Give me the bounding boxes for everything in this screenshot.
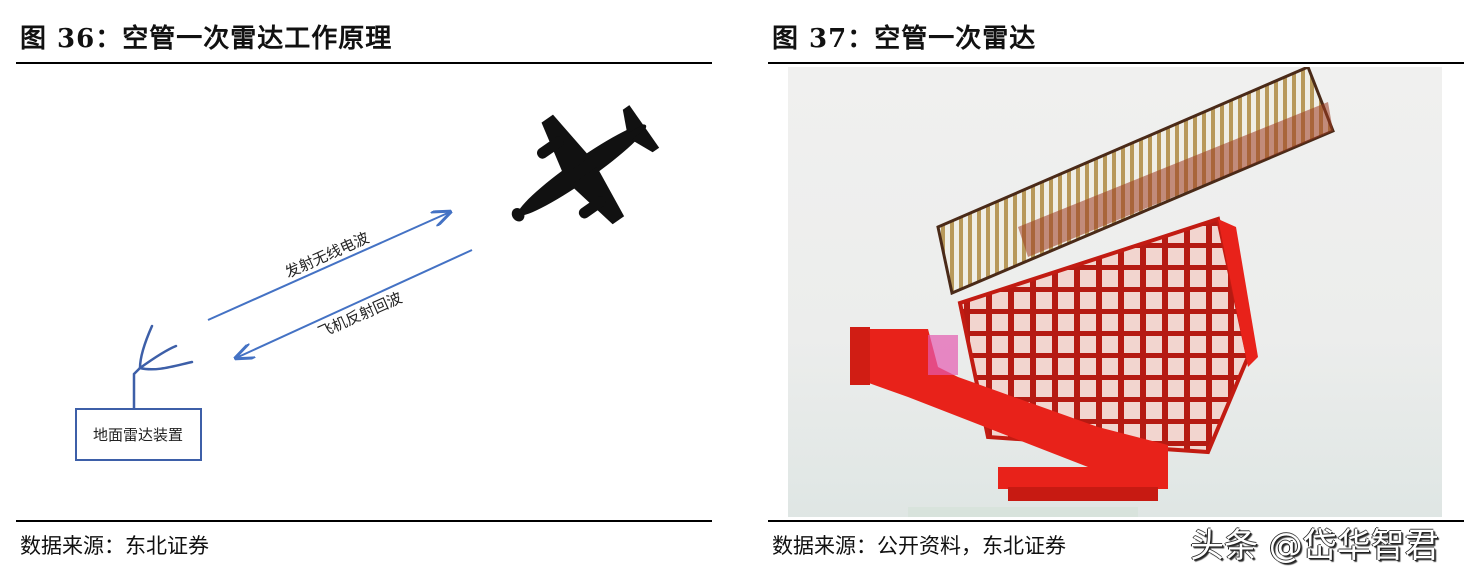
figure-36-title: 图 36：空管一次雷达工作原理 <box>20 24 393 54</box>
top-rule <box>16 62 712 64</box>
radar-photo <box>788 67 1442 517</box>
radar-boom <box>850 327 1168 477</box>
array-antenna <box>936 67 1335 296</box>
bottom-rule <box>768 520 1464 522</box>
figure-36-panel: 图 36：空管一次雷达工作原理 发射无线电波 飞机反射回波 地面雷 <box>16 0 712 578</box>
figure-36-source: 数据来源：东北证券 <box>20 534 209 558</box>
figure-37-source: 数据来源：公开资料，东北证券 <box>772 534 1066 558</box>
radar-pedestal <box>908 467 1168 517</box>
ground-device-label: 地面雷达装置 <box>93 426 183 444</box>
return-wave-arrow <box>236 249 473 358</box>
aircraft-icon <box>511 105 660 225</box>
radar-principle-diagram: 发射无线电波 飞机反射回波 地面雷达装置 <box>75 105 660 461</box>
outgoing-wave-arrow <box>207 212 450 321</box>
antenna-icon <box>132 324 194 410</box>
watermark: 头条 @岱华智君 <box>1190 526 1439 566</box>
ground-radar-device: 地面雷达装置 <box>75 408 202 461</box>
figure-37-panel: 图 37：空管一次雷达 <box>768 0 1464 578</box>
radar-antenna-image <box>850 67 1335 517</box>
outgoing-wave-label: 发射无线电波 <box>282 229 372 282</box>
bottom-rule <box>16 520 712 522</box>
top-rule <box>768 62 1464 64</box>
figure-37-title: 图 37：空管一次雷达 <box>772 24 1037 54</box>
